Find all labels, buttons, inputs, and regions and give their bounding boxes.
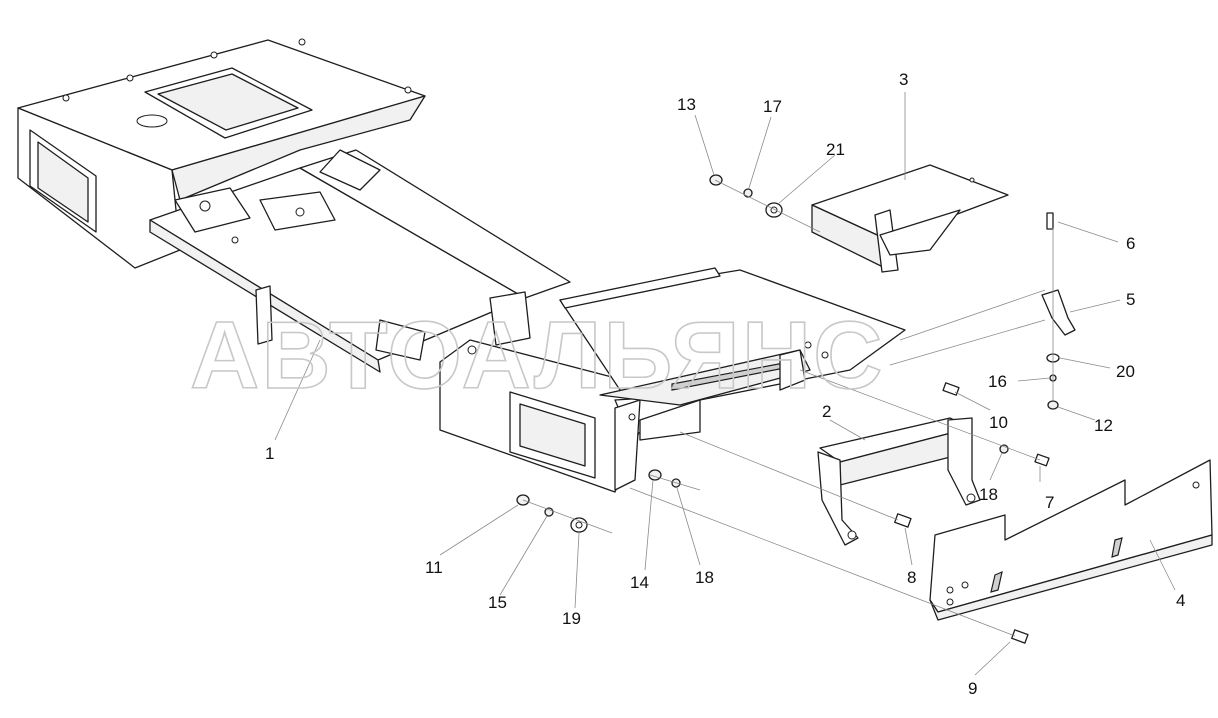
callout-9: 9 bbox=[968, 679, 977, 698]
callout-5: 5 bbox=[1126, 290, 1135, 309]
callout-20: 20 bbox=[1116, 362, 1135, 381]
callout-11: 11 bbox=[425, 558, 443, 577]
callout-18-right: 18 bbox=[979, 485, 998, 504]
callout-13: 13 bbox=[677, 95, 696, 114]
callout-17: 17 bbox=[763, 97, 782, 116]
watermark-text: АВТОАЛЬЯНС bbox=[190, 302, 884, 409]
callout-16: 16 bbox=[988, 372, 1007, 391]
part-2-bracket bbox=[817, 417, 981, 546]
bolt-6 bbox=[1046, 212, 1054, 230]
callout-8: 8 bbox=[907, 568, 916, 587]
callout-19: 19 bbox=[562, 609, 581, 628]
callout-14: 14 bbox=[630, 573, 649, 592]
callout-10: 10 bbox=[989, 413, 1008, 432]
callout-1: 1 bbox=[265, 444, 274, 463]
callouts: 1 2 3 4 5 6 7 8 9 10 11 12 13 14 15 16 1… bbox=[265, 70, 1185, 698]
bolt-7 bbox=[1034, 453, 1050, 467]
callout-12: 12 bbox=[1094, 416, 1113, 435]
callout-7: 7 bbox=[1045, 493, 1054, 512]
callout-4: 4 bbox=[1176, 591, 1185, 610]
bolt-8 bbox=[894, 513, 912, 528]
bolt-10 bbox=[942, 382, 960, 396]
part-3-cover bbox=[811, 164, 1009, 273]
washer-15 bbox=[544, 507, 554, 517]
callout-18-left: 18 bbox=[695, 568, 714, 587]
nut-13 bbox=[709, 174, 723, 186]
callout-3: 3 bbox=[899, 70, 908, 89]
part-5-small-bracket bbox=[1041, 289, 1076, 336]
nut-12 bbox=[1047, 400, 1059, 410]
washer-17 bbox=[743, 188, 753, 198]
leader-lines bbox=[274, 92, 1176, 676]
callout-2: 2 bbox=[822, 402, 831, 421]
part-1-frame bbox=[17, 38, 571, 373]
callout-15: 15 bbox=[488, 593, 507, 612]
callout-6: 6 bbox=[1126, 234, 1135, 253]
part-4-guard bbox=[929, 459, 1213, 621]
bolt-9 bbox=[1011, 629, 1029, 644]
callout-21: 21 bbox=[826, 140, 845, 159]
front-housing bbox=[439, 267, 906, 493]
